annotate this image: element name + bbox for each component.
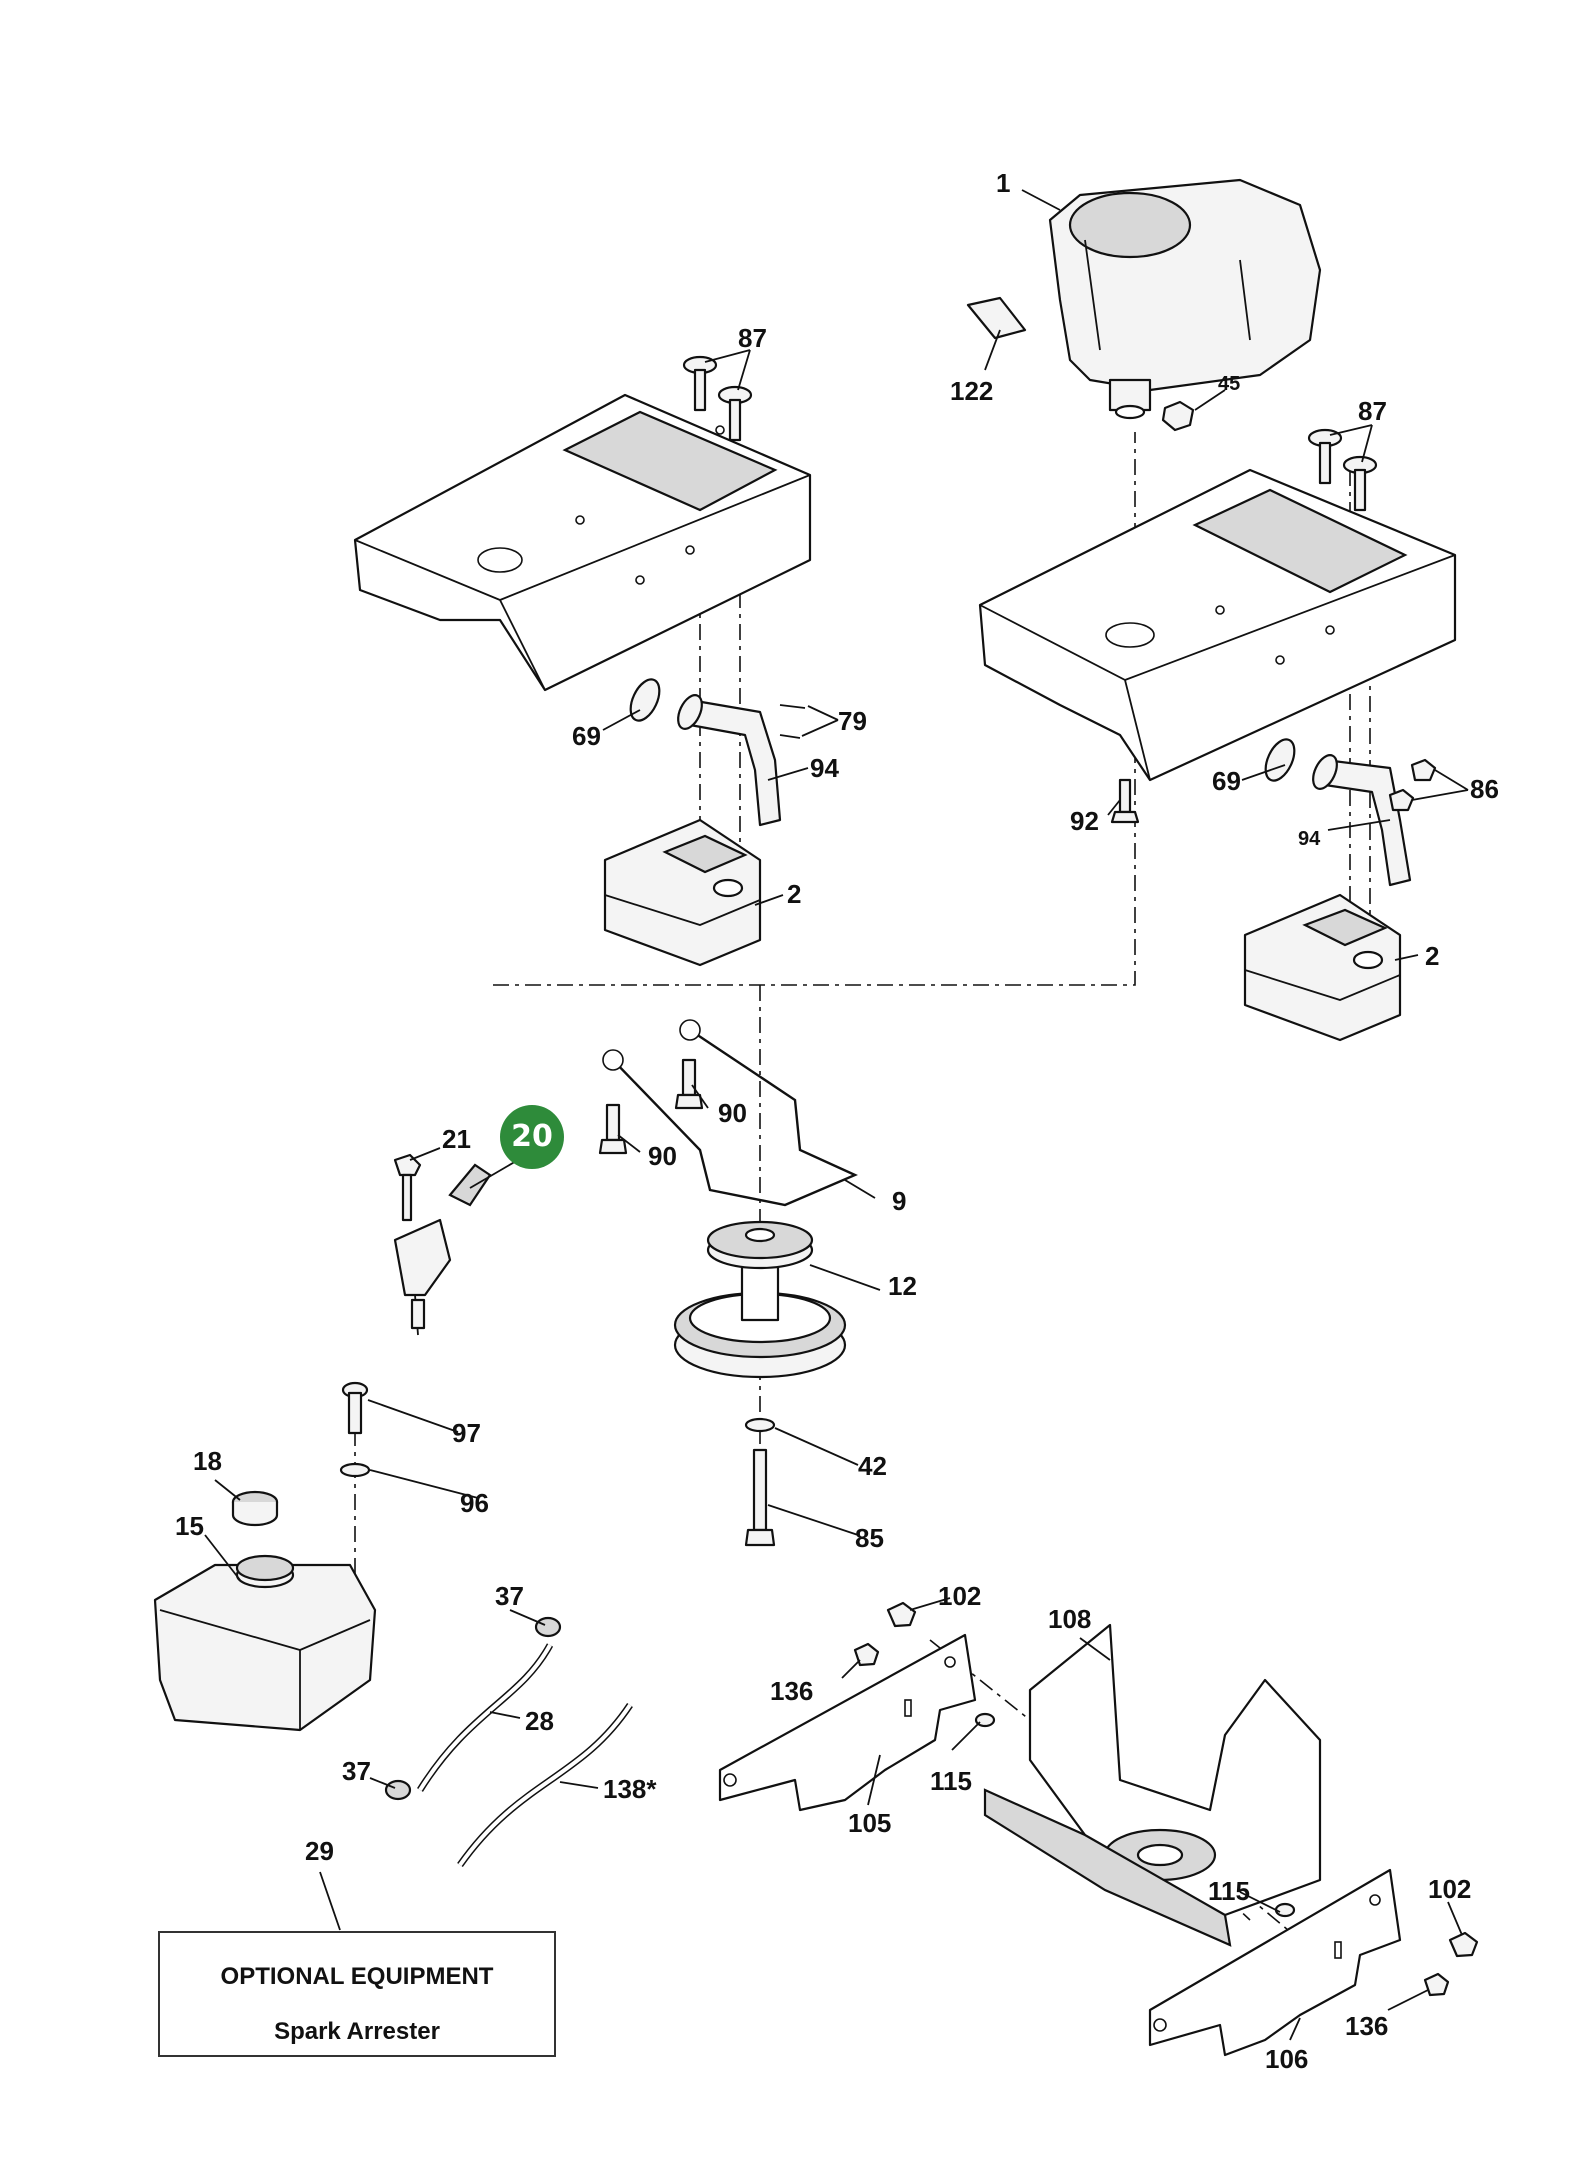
optional-equipment-box: OPTIONAL EQUIPMENT Spark Arrester bbox=[158, 1931, 556, 2057]
exhaust-pipe-right bbox=[1264, 738, 1437, 887]
engine bbox=[1048, 178, 1322, 420]
callout-2-left: 2 bbox=[787, 879, 801, 909]
callout-92: 92 bbox=[1070, 806, 1099, 836]
throttle-control-20 bbox=[393, 1163, 492, 1336]
knob-87-left bbox=[682, 355, 753, 442]
engine-bracket bbox=[966, 296, 1027, 340]
highlight-callout-text: 20 bbox=[511, 1119, 553, 1154]
callout-122: 122 bbox=[950, 376, 993, 406]
callout-45: 45 bbox=[1218, 373, 1240, 395]
fuel-line-28 bbox=[417, 1643, 554, 1792]
callout-9: 9 bbox=[892, 1186, 906, 1216]
callout-12: 12 bbox=[888, 1271, 917, 1301]
washer-42 bbox=[744, 1417, 776, 1433]
callout-1: 1 bbox=[996, 168, 1010, 198]
exhaust-pipe-left bbox=[629, 678, 806, 827]
callout-69-left: 69 bbox=[572, 721, 601, 751]
callout-102-upper: 102 bbox=[938, 1581, 981, 1611]
callout-2-right: 2 bbox=[1425, 941, 1439, 971]
callout-115-upper: 115 bbox=[930, 1766, 972, 1796]
bracket-105 bbox=[718, 1633, 977, 1812]
callout-labels: 1 122 45 87 87 69 79 94 2 69 86 92 94 2 … bbox=[175, 168, 1499, 2074]
fasteners-102-136-115 bbox=[853, 1601, 1479, 1997]
highlight-callout-20[interactable]: 20 bbox=[500, 1105, 564, 1169]
callout-136-lower: 136 bbox=[1345, 2011, 1388, 2041]
callout-42: 42 bbox=[858, 1451, 887, 1481]
muffler-left bbox=[603, 818, 762, 967]
callout-94-right: 94 bbox=[1298, 828, 1321, 850]
callout-85: 85 bbox=[855, 1523, 884, 1553]
nut-45 bbox=[1161, 400, 1195, 432]
callout-115-lower: 115 bbox=[1208, 1876, 1250, 1906]
fuel-tank-15 bbox=[153, 1554, 377, 1732]
callout-108: 108 bbox=[1048, 1604, 1091, 1634]
frame-plate-left bbox=[353, 393, 812, 692]
callout-138: 138* bbox=[603, 1774, 657, 1804]
callout-87-left: 87 bbox=[738, 323, 767, 353]
bolt-85 bbox=[744, 1448, 776, 1547]
screw-21 bbox=[393, 1153, 422, 1222]
callout-105: 105 bbox=[848, 1808, 891, 1838]
callout-94-left: 94 bbox=[810, 753, 839, 783]
callout-86: 86 bbox=[1470, 774, 1499, 804]
muffler-right bbox=[1243, 893, 1402, 1042]
callout-15: 15 bbox=[175, 1511, 204, 1541]
fuel-cap-18 bbox=[231, 1490, 279, 1527]
bolts-90 bbox=[598, 1058, 704, 1155]
callout-97: 97 bbox=[452, 1418, 481, 1448]
leader-lines bbox=[204, 189, 1469, 2041]
callout-102-lower: 102 bbox=[1428, 1874, 1471, 1904]
callout-28: 28 bbox=[525, 1706, 554, 1736]
callout-37-lower: 37 bbox=[342, 1756, 371, 1786]
callout-90-lower: 90 bbox=[648, 1141, 677, 1171]
pulley-12 bbox=[673, 1220, 847, 1379]
callout-106: 106 bbox=[1265, 2044, 1308, 2074]
callout-18: 18 bbox=[193, 1446, 222, 1476]
optional-equipment-title: OPTIONAL EQUIPMENT bbox=[220, 1963, 494, 1990]
callout-21: 21 bbox=[442, 1124, 471, 1154]
clamps-37 bbox=[384, 1616, 562, 1801]
fuel-line-138 bbox=[457, 1703, 633, 1868]
callout-87-right: 87 bbox=[1358, 396, 1387, 426]
frame-plate-right bbox=[978, 468, 1457, 782]
washer-96 bbox=[339, 1462, 371, 1478]
callout-79: 79 bbox=[838, 706, 867, 736]
callout-136-upper: 136 bbox=[770, 1676, 813, 1706]
bolt-92 bbox=[1110, 778, 1140, 824]
screw-97 bbox=[341, 1381, 369, 1435]
exhaust-guard-9 bbox=[602, 1019, 858, 1207]
bracket-106 bbox=[1148, 1868, 1402, 2057]
callout-29: 29 bbox=[305, 1836, 334, 1866]
heat-shield-108 bbox=[983, 1623, 1322, 1947]
callout-37-upper: 37 bbox=[495, 1581, 524, 1611]
optional-equipment-subtitle: Spark Arrester bbox=[274, 2018, 440, 2045]
callout-96: 96 bbox=[460, 1488, 489, 1518]
callout-69-right: 69 bbox=[1212, 766, 1241, 796]
callout-90-upper: 90 bbox=[718, 1098, 747, 1128]
